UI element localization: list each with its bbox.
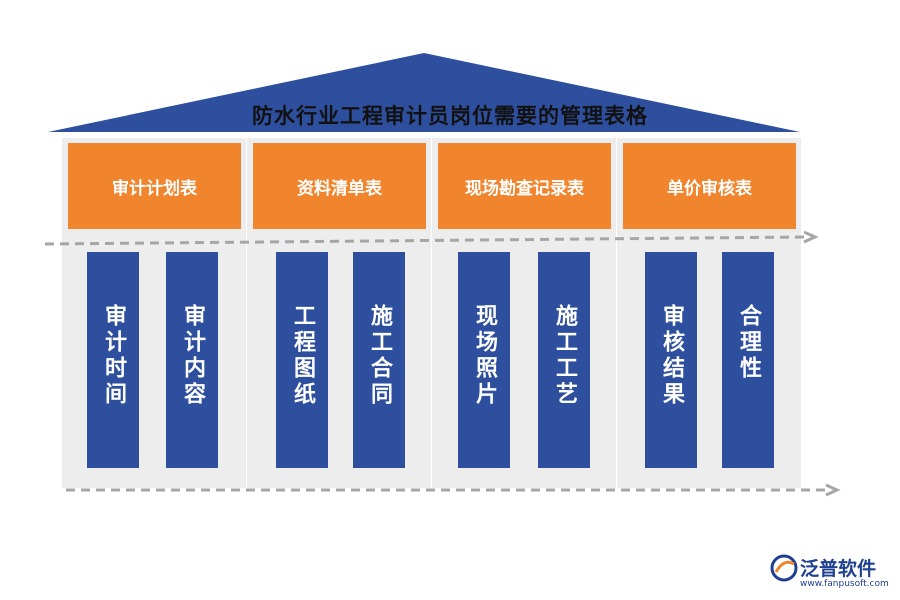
column-header-3: 现场勘查记录表 xyxy=(438,143,611,229)
pillar-1-2: 审计内容 xyxy=(166,252,218,468)
pillar-label: 工程图纸 xyxy=(290,304,315,408)
pillar-label: 合理性 xyxy=(736,304,761,382)
arrow-head-bottom-icon xyxy=(825,483,841,497)
fanpu-logo-icon xyxy=(770,554,798,582)
roof-triangle xyxy=(48,53,800,132)
pillar-label: 审核结果 xyxy=(659,304,684,408)
pillar-label: 施工工艺 xyxy=(552,304,577,408)
pillar-4-1: 审核结果 xyxy=(645,252,697,468)
column-header-1: 审计计划表 xyxy=(68,143,241,229)
pillar-4-2: 合理性 xyxy=(722,252,774,468)
brand-name: 泛普软件 xyxy=(800,558,877,580)
pillar-3-2: 施工工艺 xyxy=(538,252,590,468)
flow-arrow-top xyxy=(44,235,807,246)
brand-url: www.fanpusoft.com xyxy=(800,579,889,589)
pillar-label: 审计时间 xyxy=(101,304,126,408)
pillar-2-2: 施工合同 xyxy=(353,252,405,468)
brand-logo: 泛普软件 www.fanpusoft.com xyxy=(770,552,895,597)
diagram-title: 防水行业工程审计员岗位需要的管理表格 xyxy=(252,104,648,128)
pillar-label: 审计内容 xyxy=(180,304,205,408)
pillar-label: 施工合同 xyxy=(367,304,392,408)
pillar-1-1: 审计时间 xyxy=(87,252,139,468)
pillar-3-1: 现场照片 xyxy=(458,252,510,468)
column-header-4: 单价审核表 xyxy=(623,143,796,229)
pillar-2-1: 工程图纸 xyxy=(276,252,328,468)
roof xyxy=(48,53,800,132)
column-header-2: 资料清单表 xyxy=(253,143,426,229)
pillar-label: 现场照片 xyxy=(472,304,497,408)
arrow-head-top-icon xyxy=(803,230,819,244)
